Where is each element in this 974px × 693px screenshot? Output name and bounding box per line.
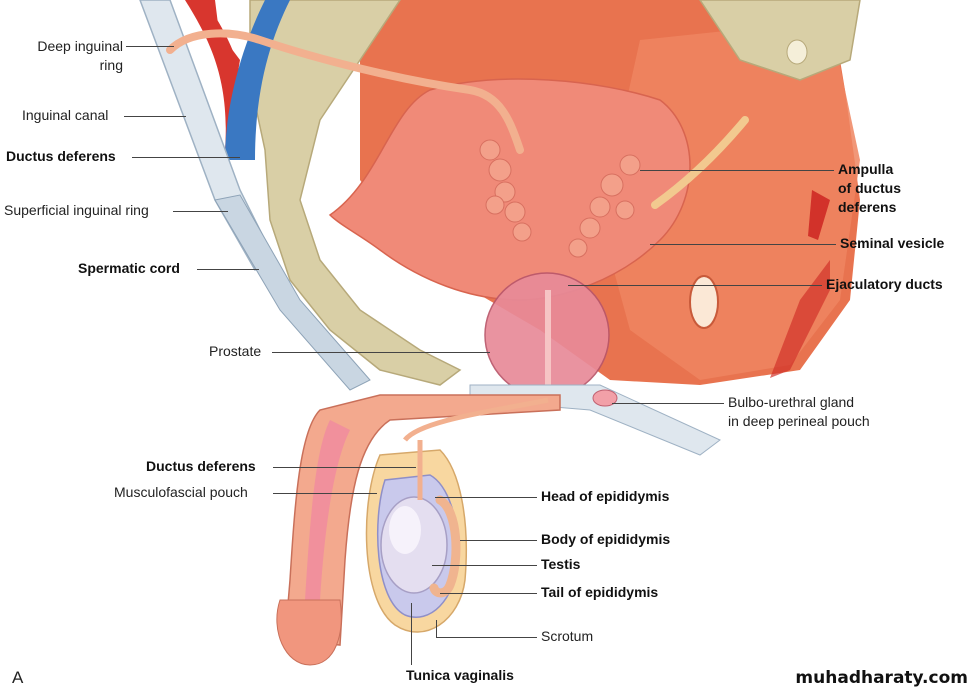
- leader-testis: [432, 565, 537, 566]
- leader-scrotum: [436, 637, 537, 638]
- bulbo-urethral-gland: [592, 389, 618, 407]
- leader-superficial-inguinal-ring: [173, 211, 228, 212]
- leader-ductus-deferens-top: [132, 157, 240, 158]
- leader-prostate: [272, 352, 490, 353]
- label-inguinal-canal: Inguinal canal: [22, 107, 109, 123]
- label-ampulla-1: Ampulla: [838, 161, 894, 177]
- sacrum-bone: [699, 0, 861, 81]
- leader-bulbo-urethral: [612, 403, 724, 404]
- leader-head-of-epididymis: [435, 497, 537, 498]
- label-tail-of-epididymis: Tail of epididymis: [541, 584, 659, 600]
- leader-spermatic-cord: [197, 269, 259, 270]
- label-spermatic-cord: Spermatic cord: [78, 260, 180, 276]
- leader-ampulla: [640, 170, 834, 171]
- sacral-foramen: [786, 39, 808, 65]
- label-body-of-epididymis: Body of epididymis: [541, 531, 671, 547]
- label-ampulla-2: of ductus: [838, 180, 901, 196]
- muscle-edge-lower: [770, 260, 830, 378]
- label-bulbo-urethral-1: Bulbo-urethral gland: [728, 394, 855, 410]
- external-iliac-vein: [225, 0, 290, 160]
- label-ejaculatory-ducts: Ejaculatory ducts: [826, 276, 943, 292]
- leader-musculofascial-pouch: [273, 493, 377, 494]
- label-ductus-deferens-top: Ductus deferens: [6, 148, 116, 164]
- pelvic-bone-left: [249, 0, 462, 386]
- label-musculofascial-pouch: Musculofascial pouch: [114, 484, 248, 500]
- testis-highlight: [389, 506, 421, 554]
- label-ductus-deferens-bottom: Ductus deferens: [146, 458, 256, 474]
- leader-ductus-deferens-bottom: [273, 467, 416, 468]
- leader-tail-of-epididymis: [440, 593, 537, 594]
- ductus-deferens-right: [651, 116, 749, 209]
- panel-letter: A: [12, 668, 24, 687]
- seminal-vesicle-right: [568, 154, 641, 258]
- label-scrotum: Scrotum: [541, 628, 594, 644]
- corpus-spongiosum: [305, 420, 350, 600]
- label-testis: Testis: [541, 556, 581, 572]
- leader-deep-inguinal-ring: [126, 46, 174, 47]
- spermatic-cord: [214, 194, 371, 391]
- watermark: muhadharaty.com: [795, 668, 968, 688]
- ductus-deferens-course: [166, 29, 524, 154]
- penis-shaft: [284, 394, 561, 646]
- leader-scrotum-vertical: [436, 620, 437, 637]
- leader-inguinal-canal: [124, 116, 186, 117]
- label-seminal-vesicle: Seminal vesicle: [840, 235, 945, 251]
- label-superficial-inguinal-ring: Superficial inguinal ring: [4, 202, 149, 218]
- label-bulbo-urethral-2: in deep perineal pouch: [728, 413, 870, 429]
- obturator-foramen: [689, 275, 719, 329]
- label-deep-inguinal-ring-2: ring: [99, 57, 123, 73]
- leader-seminal-vesicle: [650, 244, 836, 245]
- leader-tunica-vaginalis: [411, 603, 412, 665]
- epididymis: [429, 495, 461, 598]
- glans-penis: [276, 599, 342, 666]
- label-ampulla-3: deferens: [838, 199, 897, 215]
- leader-body-of-epididymis: [460, 540, 537, 541]
- label-deep-inguinal-ring-1: Deep inguinal: [37, 38, 123, 54]
- label-head-of-epididymis: Head of epididymis: [541, 488, 670, 504]
- muscle-edge: [808, 190, 830, 240]
- label-tunica-vaginalis: Tunica vaginalis: [406, 667, 514, 683]
- leader-ejaculatory-ducts: [568, 285, 822, 286]
- seminal-vesicle-left: [479, 139, 532, 242]
- ductus-deferens-scrotal-up: [403, 397, 549, 442]
- label-prostate: Prostate: [209, 343, 262, 359]
